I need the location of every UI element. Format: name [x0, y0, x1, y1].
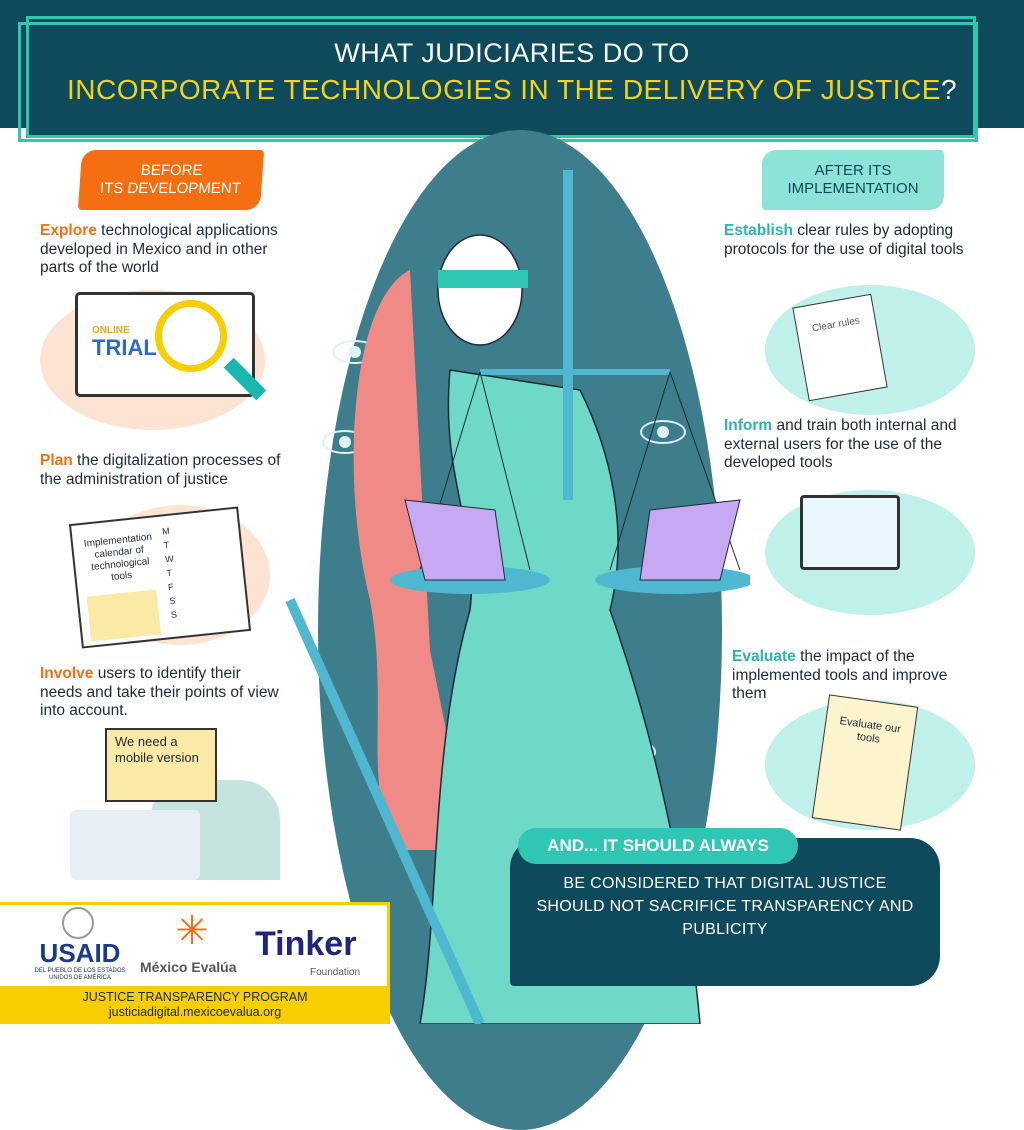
- monitor-trial: TRIAL: [92, 335, 157, 360]
- after-item-establish: Establish clear rules by adopting protoc…: [724, 222, 1004, 259]
- badge-line: ITS DEVELOPMENT: [99, 180, 242, 197]
- before-item-involve: Involve users to identify their needs an…: [40, 665, 280, 721]
- scale-pole: [563, 170, 573, 500]
- title-line-2: INCORPORATE TECHNOLOGIES IN THE DELIVERY…: [0, 74, 1024, 106]
- conclusion-pill: AND... IT SHOULD ALWAYS: [518, 828, 798, 864]
- before-item-explore: Explore technological applications devel…: [40, 222, 305, 278]
- day: F: [167, 581, 175, 593]
- magnifier-icon: [155, 300, 227, 372]
- day: S: [168, 595, 177, 607]
- usaid-text: USAID: [39, 938, 121, 968]
- mexico-evalua-star-icon: ✳: [175, 909, 209, 953]
- tinker-subtext: Foundation: [310, 967, 361, 978]
- keyword: Involve: [40, 665, 94, 682]
- program-name: JUSTICE TRANSPARENCY PROGRAM: [82, 990, 308, 1004]
- eye-icon: [640, 420, 686, 444]
- tinker-logo: Tinker: [255, 925, 357, 963]
- title-question-mark: ?: [940, 74, 958, 105]
- calendar-illustration: Implementation calendar of technological…: [68, 506, 252, 649]
- calendar-title: Implementation calendar of technological…: [83, 531, 153, 584]
- title-highlight: INCORPORATE TECHNOLOGIES IN THE DELIVERY…: [66, 74, 941, 105]
- title-frame: [26, 16, 976, 138]
- usaid-subtext: DEL PUEBLO DE LOS ESTADOS UNIDOS DE AMÉR…: [34, 968, 126, 981]
- video-training-screen: [800, 495, 900, 570]
- scale-chain: [479, 371, 531, 571]
- item-text: clear rules by adopting protocols for th…: [724, 222, 964, 258]
- conclusion-text: BE CONSIDERED THAT DIGITAL JUSTICE SHOUL…: [536, 875, 914, 938]
- evaluate-clipboard: Evaluate our tools: [811, 694, 919, 831]
- day: W: [164, 553, 175, 565]
- keyword: Establish: [724, 222, 793, 239]
- day: T: [163, 539, 170, 551]
- keyword: Inform: [724, 417, 773, 434]
- monitor-online: ONLINE: [92, 325, 130, 336]
- meeting-illustration: [70, 810, 200, 880]
- speech-bubble: We need a mobile version: [105, 728, 217, 802]
- calendar-note: [86, 589, 161, 642]
- keyword: Explore: [40, 222, 97, 239]
- item-text: the digitalization processes of the admi…: [40, 452, 281, 488]
- item-text: technological applications developed in …: [40, 222, 278, 276]
- program-footer: JUSTICE TRANSPARENCY PROGRAM justiciadig…: [0, 986, 390, 1024]
- title-line-1: WHAT JUDICIARIES DO TO: [334, 38, 690, 68]
- face: [437, 234, 523, 346]
- blindfold: [438, 270, 528, 288]
- keyword: Plan: [40, 452, 73, 469]
- badge-line: BEFORE: [140, 162, 204, 179]
- before-item-plan: Plan the digitalization processes of the…: [40, 452, 290, 489]
- usaid-seal: [62, 907, 94, 939]
- laptop-left-icon: [404, 499, 506, 581]
- program-url[interactable]: justiciadigital.mexicoevalua.org: [108, 1005, 282, 1019]
- item-text: the impact of the implemented tools and …: [732, 648, 948, 702]
- day: S: [170, 609, 178, 621]
- sword: [285, 597, 485, 1024]
- badge-line: AFTER ITS: [814, 162, 892, 179]
- after-item-inform: Inform and train both internal and exter…: [724, 417, 994, 473]
- item-text: users to identify their needs and take t…: [40, 665, 279, 719]
- scale-chain: [609, 371, 671, 571]
- laptop-right-icon: [639, 499, 741, 581]
- keyword: Evaluate: [732, 648, 796, 665]
- item-text: and train both internal and external use…: [724, 417, 957, 471]
- mexico-evalua-logo: México Evalúa: [140, 959, 237, 975]
- day: T: [166, 567, 173, 579]
- day: M: [161, 525, 171, 537]
- usaid-logo: USAID: [30, 939, 130, 967]
- logos-panel: USAID DEL PUEBLO DE LOS ESTADOS UNIDOS D…: [0, 902, 390, 986]
- hair: [353, 270, 470, 850]
- badge-line: IMPLEMENTATION: [787, 180, 919, 197]
- clear-rules-document: Clear rules: [792, 293, 888, 402]
- after-item-evaluate: Evaluate the impact of the implemented t…: [732, 648, 982, 704]
